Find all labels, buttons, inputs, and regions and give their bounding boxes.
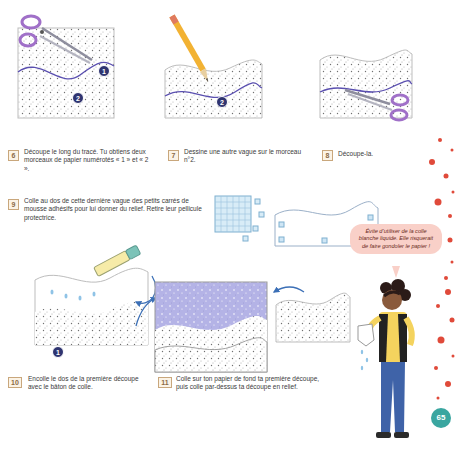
number-text: 10 (11, 379, 19, 386)
step-number-box: 10 (8, 377, 22, 388)
number-text: 1 (102, 68, 106, 75)
speech-bubble: Évite d’utiliser de la colle blanche liq… (350, 224, 442, 254)
step-number-box: 6 (8, 150, 19, 161)
number-text: 2 (76, 95, 80, 102)
step-instruction: Découpe le long du tracé. Tu obtiens deu… (24, 148, 154, 173)
step-number-box: 7 (168, 150, 179, 161)
number-text: 2 (220, 99, 224, 106)
paper-cut-step6 (18, 16, 114, 118)
callout-number: 1 (52, 346, 64, 358)
step-instruction: Dessine une autre vague sur le morceau n… (184, 148, 304, 165)
character (358, 266, 412, 438)
pencil-step7 (165, 16, 262, 118)
callout-number: 2 (216, 96, 228, 108)
callout-number: 2 (72, 92, 84, 104)
number-text: 1 (56, 349, 60, 356)
number-text: 11 (161, 379, 168, 386)
page-number: 65 (431, 408, 451, 428)
number-text: 7 (172, 152, 176, 159)
step-instruction: Encolle le dos de la première découpe av… (28, 375, 150, 392)
step-number-box: 11 (158, 377, 172, 388)
step-instruction: Colle sur ton papier de fond ta première… (176, 375, 326, 392)
decor-dots (429, 138, 455, 400)
scissors-step8 (320, 50, 412, 120)
number-text: 9 (12, 201, 16, 208)
step-number-box: 9 (8, 199, 19, 210)
glue-step10 (35, 245, 156, 345)
number-text: 65 (437, 414, 446, 422)
number-text: 6 (12, 152, 16, 159)
step-number-box: 8 (322, 150, 333, 161)
collage-result (155, 282, 350, 372)
callout-number: 1 (98, 65, 110, 77)
foam-squares (215, 196, 264, 241)
tip-text: Évite d’utiliser de la colle blanche liq… (356, 228, 436, 250)
step-instruction: Colle au dos de cette dernière vague des… (24, 197, 212, 222)
number-text: 8 (326, 152, 330, 159)
step-instruction: Découpe-la. (338, 150, 418, 158)
